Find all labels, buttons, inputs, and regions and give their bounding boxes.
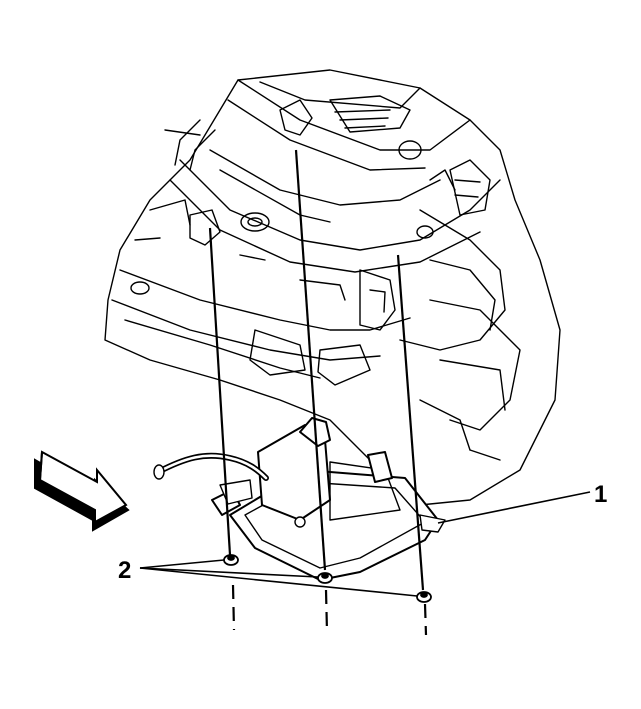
nut-center (317, 572, 333, 584)
leader-lines (139, 491, 591, 597)
mounting-nuts (223, 554, 432, 603)
vehicle-underbody (104, 69, 561, 506)
forward-direction-arrow (34, 450, 130, 532)
alignment-centerlines (208, 149, 428, 636)
nut-left (223, 554, 239, 566)
callout-2: 2 (118, 557, 131, 584)
nut-right (416, 591, 432, 603)
evap-canister-assembly (153, 417, 446, 581)
callout-1: 1 (594, 481, 607, 508)
